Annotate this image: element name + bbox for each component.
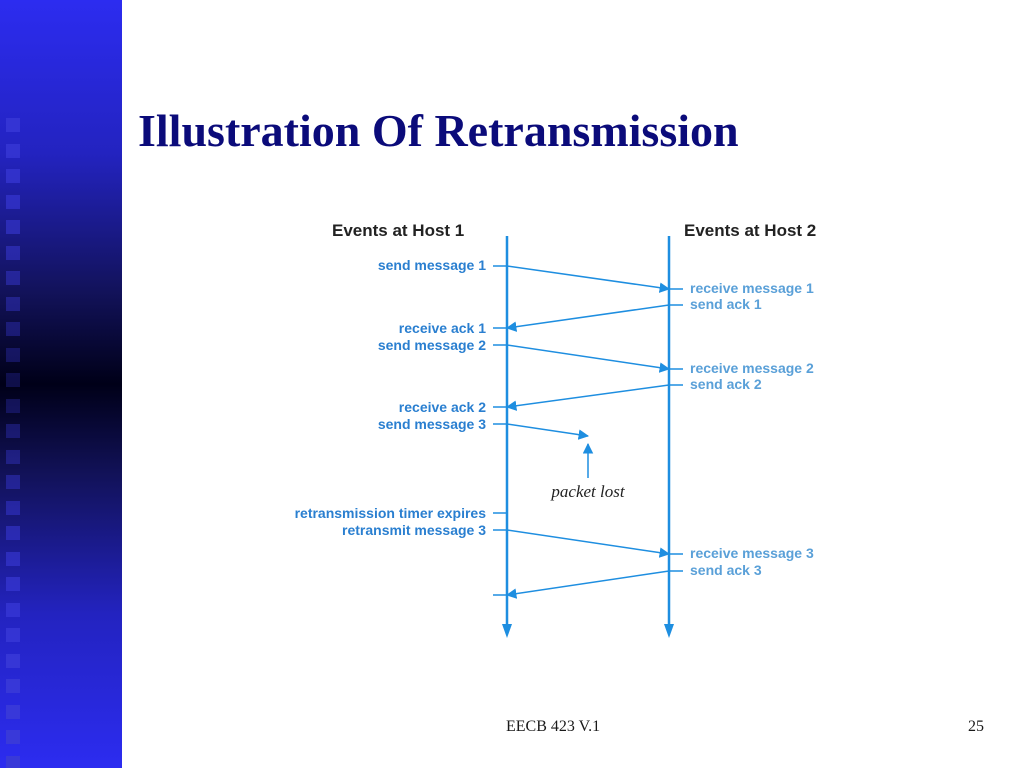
sidebar-square	[6, 653, 20, 668]
sidebar-square	[6, 118, 20, 132]
sidebar-square	[6, 704, 20, 719]
slide-sidebar	[0, 0, 122, 768]
host2-header: Events at Host 2	[684, 221, 816, 240]
host2-timeline-arrowhead	[664, 624, 674, 638]
sidebar-square	[6, 322, 20, 336]
host2-ticks	[669, 288, 683, 572]
sidebar-square	[6, 271, 20, 285]
host2-event-send-ack-2: send ack 2	[690, 376, 762, 392]
sidebar-square	[6, 551, 20, 566]
host2-event-send-ack-1: send ack 1	[690, 296, 762, 312]
arrow-retransmit-message-3	[506, 529, 671, 558]
arrow-message-2	[506, 344, 671, 373]
host1-ticks	[493, 265, 507, 596]
sidebar-square	[6, 628, 20, 642]
sidebar-square	[6, 755, 20, 768]
sidebar-square	[6, 449, 20, 464]
host1-event-receive-ack-2: receive ack 2	[399, 399, 486, 415]
sidebar-square	[6, 398, 20, 413]
sidebar-square	[6, 245, 20, 260]
sidebar-square	[6, 475, 20, 489]
host1-event-receive-ack-1: receive ack 1	[399, 320, 486, 336]
sidebar-square	[6, 169, 20, 183]
host2-event-receive-message-1: receive message 1	[690, 280, 814, 296]
sidebar-square	[6, 602, 20, 617]
host1-event-retransmission-timer-expires: retransmission timer expires	[295, 505, 487, 521]
host1-timeline-arrowhead	[502, 624, 512, 638]
sidebar-square	[6, 730, 20, 744]
host1-event-send-message-1: send message 1	[378, 257, 486, 273]
sidebar-square	[6, 296, 20, 311]
sidebar-square	[6, 500, 20, 515]
host1-header: Events at Host 1	[332, 221, 464, 240]
arrow-ack-2	[505, 384, 670, 411]
arrow-ack-3	[505, 570, 670, 599]
sidebar-square	[6, 679, 20, 693]
slide-title: Illustration Of Retransmission	[138, 105, 739, 156]
sidebar-square-pattern	[6, 0, 20, 768]
sidebar-square	[6, 347, 20, 362]
arrow-message-1	[506, 265, 671, 293]
host1-event-send-message-3: send message 3	[378, 416, 486, 432]
slide-page-number: 25	[968, 718, 984, 735]
sidebar-square	[6, 143, 20, 158]
sidebar-square	[6, 424, 20, 438]
footer-course-code: EECB 423 V.1	[506, 718, 601, 735]
host1-event-retransmit-message-3: retransmit message 3	[342, 522, 486, 538]
host1-event-send-message-2: send message 2	[378, 337, 486, 353]
sidebar-square	[6, 220, 20, 234]
sidebar-square	[6, 526, 20, 540]
sidebar-square	[6, 577, 20, 591]
sidebar-square	[6, 373, 20, 387]
sidebar-square	[6, 194, 20, 209]
arrow-ack-1	[505, 304, 670, 332]
host2-event-send-ack-3: send ack 3	[690, 562, 762, 578]
host2-event-receive-message-2: receive message 2	[690, 360, 814, 376]
host2-event-receive-message-3: receive message 3	[690, 545, 814, 561]
packet-lost-label: packet lost	[550, 482, 625, 501]
arrow-message-3-lost	[506, 423, 590, 440]
